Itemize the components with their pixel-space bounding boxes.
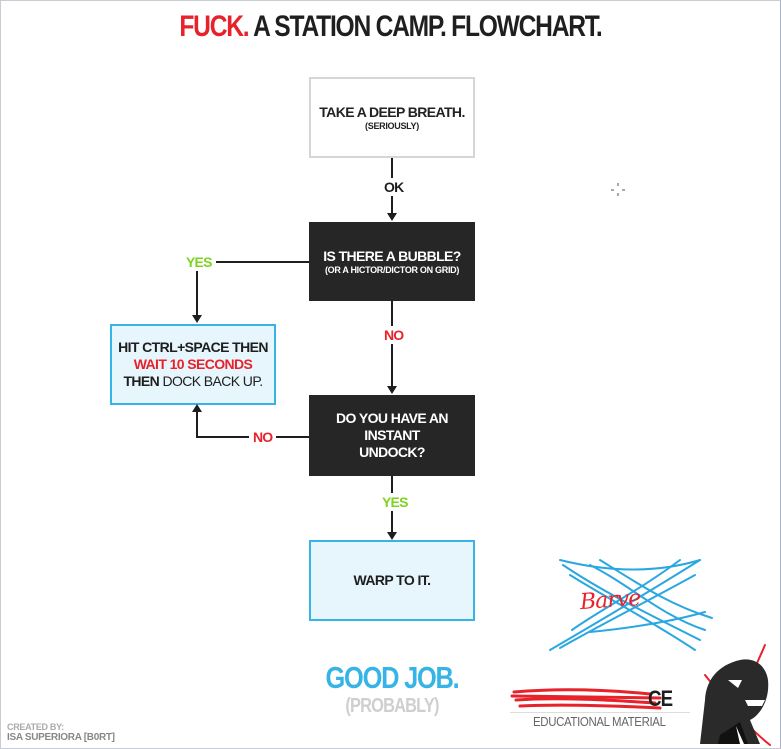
red-strike-scribble — [510, 688, 662, 710]
node-bubble-question: IS THERE A BUBBLE? (OR A HICTOR/DICTOR O… — [309, 222, 475, 301]
good-job-text: GOOD JOB. — [325, 660, 459, 695]
probably-text: (PROBABLY) — [345, 695, 439, 717]
edge-bubble-yes-label: YES — [182, 253, 216, 271]
node-ctrl-line3-rest: DOCK BACK UP. — [162, 373, 263, 389]
educational-material-text: EDUCATIONAL MATERIAL — [533, 714, 666, 729]
edge-ok-label: OK — [380, 178, 408, 196]
page-title: FUCK. A STATION CAMP. FLOWCHART. — [70, 10, 710, 44]
crosshair-icon — [611, 183, 625, 196]
handwritten-scribble-word: Barve — [579, 585, 642, 616]
alliance-divider — [510, 712, 690, 713]
node-ctrl-space: HIT CTRL+SPACE THEN WAIT 10 SECONDS THEN… — [110, 324, 276, 405]
node-start-sub: (SERIOUSLY) — [365, 120, 419, 131]
node-ctrl-line3: THEN DOCK BACK UP. — [123, 373, 263, 390]
node-start-main: TAKE A DEEP BREATH. — [319, 103, 465, 120]
node-ctrl-line2: WAIT 10 SECONDS — [133, 356, 253, 372]
edge-undock-no-arrow — [192, 404, 202, 412]
author-name: ISA SUPERIORA [B0RT] — [7, 732, 115, 743]
node-bubble-main: IS THERE A BUBBLE? — [323, 247, 461, 264]
edge-bubble-yes-arrow — [192, 315, 202, 323]
edge-undock-no-vertical — [196, 412, 198, 438]
title-rest: A STATION CAMP. FLOWCHART. — [253, 10, 603, 43]
node-instant-undock: DO YOU HAVE AN INSTANT UNDOCK? — [309, 395, 475, 476]
node-ctrl-line3-bold: THEN — [123, 373, 160, 389]
node-warp: WARP TO IT. — [309, 540, 475, 621]
edge-bubble-yes-vertical — [196, 261, 198, 316]
alliance-name-suffix: CE — [648, 686, 673, 711]
node-ctrl-line1: HIT CTRL+SPACE THEN — [118, 339, 268, 355]
node-undock-line1: DO YOU HAVE AN INSTANT — [336, 410, 449, 443]
node-bubble-sub: (OR A HICTOR/DICTOR ON GRID) — [324, 264, 460, 275]
edge-undock-no-label: NO — [249, 428, 277, 446]
edge-bubble-no-arrow — [387, 386, 397, 394]
blue-cross-scribble — [549, 559, 713, 651]
title-highlight: FUCK. — [179, 10, 249, 43]
edge-bubble-no-line — [391, 301, 393, 387]
node-warp-main: WARP TO IT. — [353, 572, 432, 588]
dinosaur-mascot-icon — [700, 659, 769, 744]
edge-ok-arrow — [387, 213, 397, 221]
node-undock-line2: UNDOCK? — [359, 444, 425, 460]
edge-bubble-yes-horizontal — [196, 261, 309, 263]
edge-bubble-no-label: NO — [380, 326, 408, 344]
node-take-deep-breath: TAKE A DEEP BREATH. (SERIOUSLY) — [309, 77, 475, 158]
edge-undock-yes-arrow — [387, 532, 397, 540]
created-by-label: CREATED BY: — [7, 722, 64, 732]
edge-undock-yes-label: YES — [378, 493, 412, 511]
